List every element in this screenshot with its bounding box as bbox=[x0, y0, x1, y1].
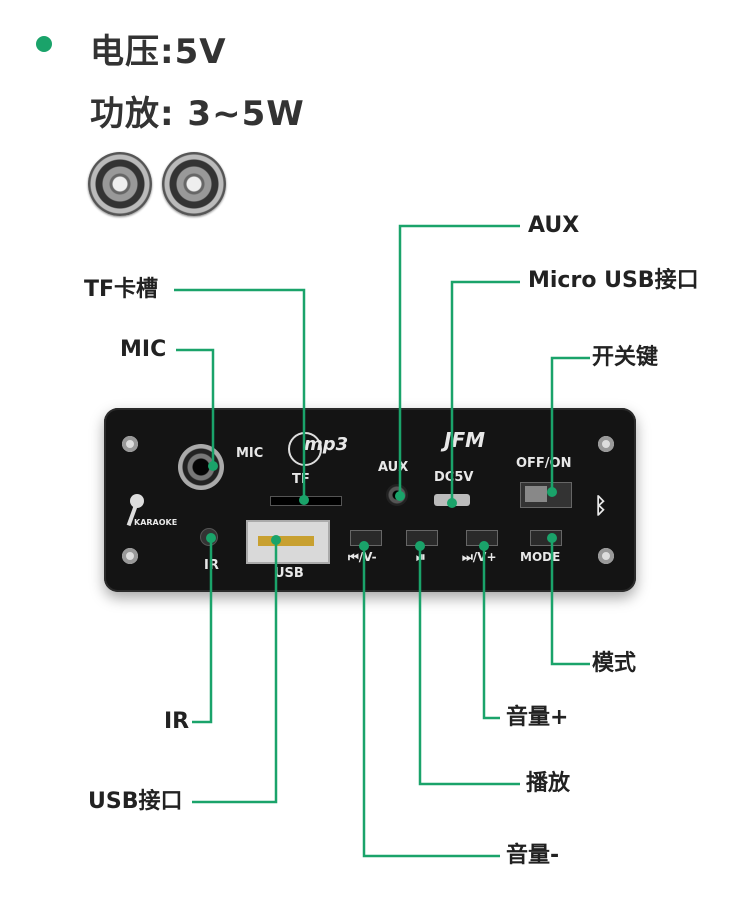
callout-line-mic bbox=[176, 348, 215, 466]
screw-hole bbox=[598, 436, 614, 452]
screw-hole bbox=[122, 548, 138, 564]
callout-dot bbox=[479, 541, 489, 551]
label-mic: MIC bbox=[120, 337, 167, 362]
board-prev-label: ⏮/V- bbox=[348, 550, 377, 564]
label-play: 播放 bbox=[526, 771, 571, 796]
board-next-label: ⏭/V+ bbox=[462, 550, 497, 564]
board-karaoke-label: KARAOKE bbox=[134, 518, 178, 527]
voltage-spec: 电压:5V bbox=[90, 32, 227, 72]
label-vol-up: 音量+ bbox=[506, 705, 569, 730]
usb-port bbox=[246, 520, 330, 564]
label-micro-usb: Micro USB接口 bbox=[528, 268, 699, 293]
label-switch: 开关键 bbox=[592, 345, 659, 370]
callout-line-mode bbox=[550, 538, 590, 666]
speaker-icon bbox=[88, 152, 152, 216]
callout-line-play bbox=[418, 546, 520, 786]
power-spec: 功放: 3~5W bbox=[90, 94, 305, 134]
callout-dot bbox=[299, 495, 309, 505]
screw-hole bbox=[598, 548, 614, 564]
bullet-dot bbox=[36, 36, 52, 52]
callout-line-micro-usb bbox=[450, 280, 520, 503]
usb-port-tongue bbox=[258, 536, 314, 546]
board-usb-label: USB bbox=[274, 566, 304, 581]
callout-dot bbox=[206, 533, 216, 543]
callout-line-ir bbox=[192, 538, 213, 724]
board-mp3-label: mp3 bbox=[304, 434, 349, 455]
power-switch-knob bbox=[525, 486, 547, 502]
label-ir: IR bbox=[164, 709, 190, 734]
callout-dot bbox=[447, 498, 457, 508]
bluetooth-icon: ᛒ bbox=[594, 494, 608, 519]
board-tf-label: TF bbox=[292, 472, 310, 487]
callout-line-switch bbox=[550, 356, 590, 492]
callout-dot bbox=[547, 487, 557, 497]
mp3-module-board: MIC mp3 TF KARAOKE IR USB AUX DC5V JFM O… bbox=[104, 408, 636, 592]
board-dc5v-label: DC5V bbox=[434, 470, 474, 485]
callout-line-aux bbox=[398, 224, 520, 496]
speaker-icon bbox=[162, 152, 226, 216]
label-tf-slot: TF卡槽 bbox=[84, 277, 159, 302]
callout-line-usb bbox=[192, 540, 278, 804]
callout-dot bbox=[395, 491, 405, 501]
callout-line-vol-up bbox=[482, 546, 500, 720]
power-switch bbox=[520, 482, 572, 508]
board-mode-label: MODE bbox=[520, 550, 561, 564]
board-mic-label: MIC bbox=[236, 446, 264, 461]
label-mode: 模式 bbox=[592, 651, 637, 676]
callout-dot bbox=[415, 541, 425, 551]
callout-line-vol-down bbox=[362, 546, 500, 858]
callout-dot bbox=[547, 533, 557, 543]
screw-hole bbox=[122, 436, 138, 452]
callout-line-tf bbox=[174, 288, 306, 500]
callout-dot bbox=[208, 461, 218, 471]
label-aux: AUX bbox=[528, 213, 580, 238]
callout-dot bbox=[271, 535, 281, 545]
board-offon-label: OFF/ON bbox=[516, 456, 572, 471]
callout-dot bbox=[359, 541, 369, 551]
label-usb-port: USB接口 bbox=[88, 789, 183, 814]
label-vol-down: 音量- bbox=[506, 843, 560, 868]
karaoke-mic-icon bbox=[130, 494, 144, 508]
